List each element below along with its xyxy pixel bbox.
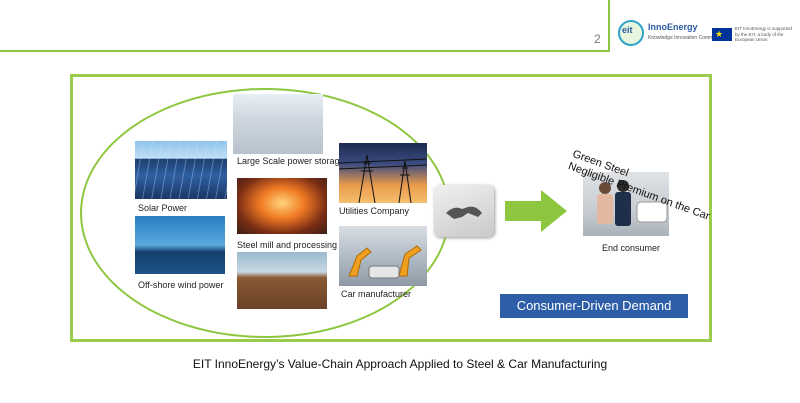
label-car-manufacturer: Car manufacturer — [341, 289, 412, 299]
label-end-consumer: End consumer — [602, 243, 661, 253]
power-lines-image — [339, 143, 427, 203]
right-arrow-icon — [505, 190, 567, 232]
diagram-frame — [70, 74, 712, 342]
logo-circle-icon — [618, 20, 644, 46]
page-number: 2 — [594, 32, 601, 46]
header-divider — [0, 50, 608, 52]
label-steel-mill: Steel mill and processing — [237, 240, 338, 250]
consumer-driven-demand-box: Consumer-Driven Demand — [500, 294, 688, 318]
logo-text: InnoEnergy — [648, 22, 698, 32]
end-consumer-image — [583, 172, 669, 236]
header-vertical-divider — [608, 0, 610, 52]
slide-caption: EIT InnoEnergy’s Value-Chain Approach Ap… — [192, 357, 608, 371]
ore-stockpile-image — [237, 252, 327, 309]
handshake-key-image — [434, 185, 494, 237]
label-utilities-company: Utilities Company — [339, 206, 410, 216]
power-storage-image — [233, 94, 323, 154]
label-offshore-wind: Off-shore wind power — [138, 280, 224, 290]
logo-subtext: Knowledge Innovation Community — [648, 35, 724, 41]
offshore-wind-image — [135, 216, 225, 274]
label-large-scale-storage: Large Scale power storage — [237, 156, 345, 166]
eu-flag-icon: ★ — [712, 28, 732, 41]
label-solar-power: Solar Power — [138, 203, 188, 213]
steel-mill-image — [237, 178, 327, 234]
innoenergy-logo: eit InnoEnergy Knowledge Innovation Comm… — [618, 20, 724, 48]
eu-support-text: EIT InnoEnergy is supported by the EIT, … — [735, 26, 792, 42]
logo-mark: eit — [622, 25, 633, 35]
car-factory-robots-image — [339, 226, 427, 286]
solar-panel-image — [135, 141, 227, 199]
